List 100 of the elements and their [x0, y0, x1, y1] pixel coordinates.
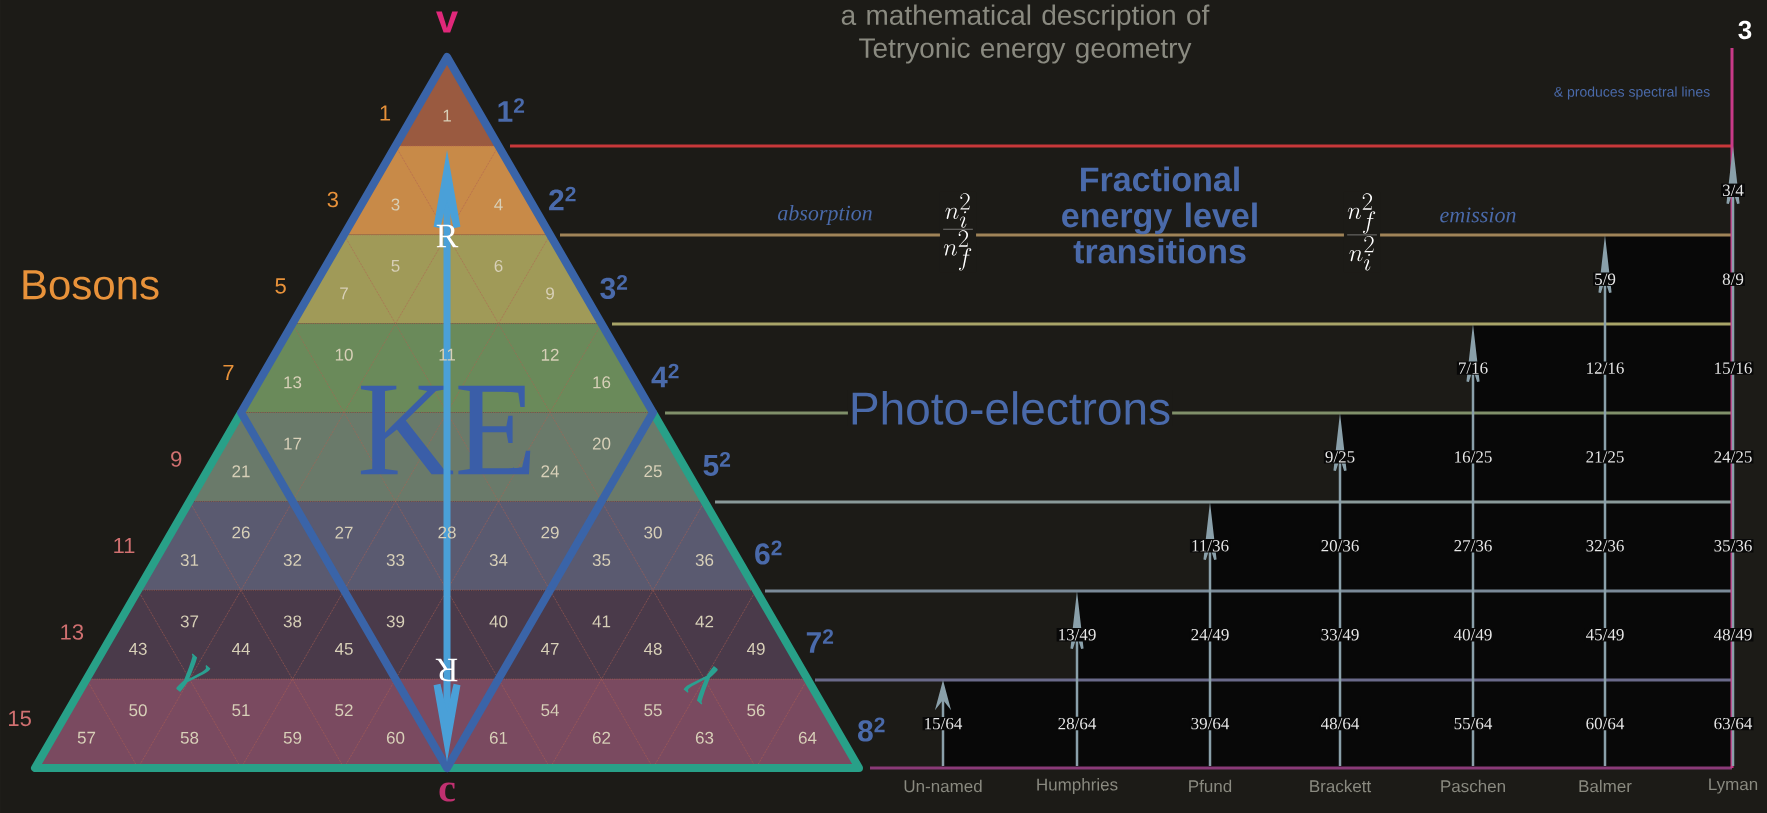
cell-number: 12 — [541, 348, 559, 361]
level-label: 3$^{2}$ — [600, 275, 628, 299]
row-number: 5 — [275, 278, 286, 294]
fraction-value: 8/9 — [1721, 272, 1745, 286]
cell-number: 52 — [335, 704, 353, 717]
fraction-value: 16/25 — [1452, 450, 1494, 464]
series-name: Paschen — [1441, 779, 1505, 793]
cell-number: 26 — [232, 526, 250, 539]
level-label: 6$^{2}$ — [755, 540, 782, 565]
greek-letter: γ — [683, 666, 718, 705]
cell-number: 37 — [180, 615, 199, 628]
annotation: emission — [1440, 207, 1516, 223]
cell-number: 50 — [129, 704, 147, 717]
cell-number: 35 — [592, 553, 611, 566]
row-number: 1 — [380, 105, 391, 121]
fraction-value: 21/25 — [1584, 450, 1626, 464]
arrow-letter: R — [435, 658, 458, 682]
fraction: $\frac{n_{f}^{2}}{n_{i}^{2}}$ — [1343, 191, 1381, 273]
cell-number: 34 — [489, 553, 508, 566]
vertex-letter: v — [436, 11, 458, 33]
cell-number: 16 — [593, 376, 611, 389]
row-number: 13 — [61, 624, 84, 640]
vertex-letter: c — [439, 782, 455, 802]
level-label: 7$^{2}$ — [806, 629, 834, 653]
spectrum-label: 3 — [1738, 20, 1752, 40]
cell-number: 10 — [335, 348, 353, 361]
cell-number: 6 — [494, 259, 503, 272]
cell-number: 55 — [644, 704, 662, 717]
cell-number: 30 — [644, 526, 662, 539]
series-name: Pfund — [1189, 779, 1232, 793]
series-name: Balmer — [1579, 779, 1632, 793]
cell-number: 41 — [592, 615, 611, 628]
annotation: absorption — [778, 205, 872, 225]
level-label: 8$^{2}$ — [858, 717, 885, 742]
cell-number: 45 — [334, 642, 353, 655]
heading: Photo-electrons — [847, 390, 1173, 426]
cell-number: 38 — [283, 615, 302, 628]
cell-number: 60 — [386, 731, 405, 744]
cell-number: 36 — [695, 553, 714, 566]
cell-number: 44 — [231, 643, 250, 655]
greek-letter: γ — [176, 653, 211, 692]
cell-number: 33 — [386, 553, 405, 566]
fraction-value: 5/9 — [1593, 272, 1617, 286]
cell-number: 61 — [489, 731, 508, 744]
cell-number: 32 — [283, 553, 302, 566]
cell-number: 42 — [695, 615, 714, 628]
cell-number: 25 — [644, 465, 662, 478]
row-number: 11 — [114, 537, 135, 554]
cell-number: 40 — [489, 615, 508, 628]
fraction-value: 12/16 — [1584, 361, 1626, 375]
level-label: 4$^{2}$ — [651, 363, 679, 388]
fraction-value: 27/36 — [1452, 539, 1494, 553]
series-name: Un-named — [904, 779, 982, 793]
fraction-value: 9/25 — [1323, 450, 1357, 464]
cell-number: 29 — [541, 526, 559, 539]
cell-number: 43 — [128, 642, 147, 655]
fraction-value: 32/36 — [1584, 539, 1626, 553]
note: & produces spectral lines — [1554, 86, 1710, 100]
cell-number: 48 — [643, 642, 662, 655]
cell-number: 39 — [386, 615, 405, 628]
heading: Fractional energy level transitions — [1062, 166, 1257, 264]
cell-number: 21 — [232, 465, 250, 478]
level-label: 5$^{2}$ — [703, 452, 731, 476]
cell-number: 58 — [180, 731, 199, 744]
cell-number: 63 — [695, 731, 714, 744]
cell-number: 51 — [232, 704, 250, 717]
cell-number: 62 — [592, 731, 611, 744]
cell-number: 20 — [592, 437, 611, 450]
cell-number: 59 — [283, 731, 302, 744]
cell-number: 64 — [798, 731, 817, 744]
series-name: Humphries — [1037, 778, 1118, 794]
series-name: Brackett — [1310, 779, 1372, 793]
row-number: 3 — [327, 191, 338, 208]
fraction-value: 11/36 — [1189, 539, 1231, 553]
series-name: Lyman — [1709, 778, 1758, 794]
cell-number: 56 — [747, 704, 765, 717]
cell-number: 7 — [340, 287, 348, 300]
cell-number: 24 — [541, 465, 559, 478]
fraction-value: 20/36 — [1319, 539, 1361, 553]
cell-number: 5 — [391, 259, 400, 272]
cell-number: 9 — [546, 287, 554, 300]
cell-number: 47 — [540, 643, 559, 655]
level-label: 2$^{2}$ — [549, 186, 576, 211]
cell-number: 49 — [746, 642, 765, 655]
fraction-value: 7/16 — [1456, 361, 1490, 375]
cell-number: 27 — [335, 526, 353, 539]
cell-number: 1 — [443, 109, 451, 122]
cell-number: 54 — [541, 704, 559, 717]
cell-number: 3 — [391, 198, 400, 211]
cell-number: 57 — [77, 731, 96, 744]
fraction-value: 24/25 — [1712, 450, 1754, 464]
level-label: 1$^{2}$ — [498, 98, 525, 122]
cell-number: 17 — [284, 437, 302, 450]
cell-number: 13 — [284, 376, 302, 389]
cell-number: 31 — [180, 553, 199, 566]
heading: Bosons — [23, 270, 159, 300]
row-number: 7 — [223, 364, 234, 381]
fraction-value: 15/16 — [1712, 361, 1754, 375]
row-number: 15 — [9, 710, 31, 727]
cell-number: 4 — [494, 198, 503, 211]
